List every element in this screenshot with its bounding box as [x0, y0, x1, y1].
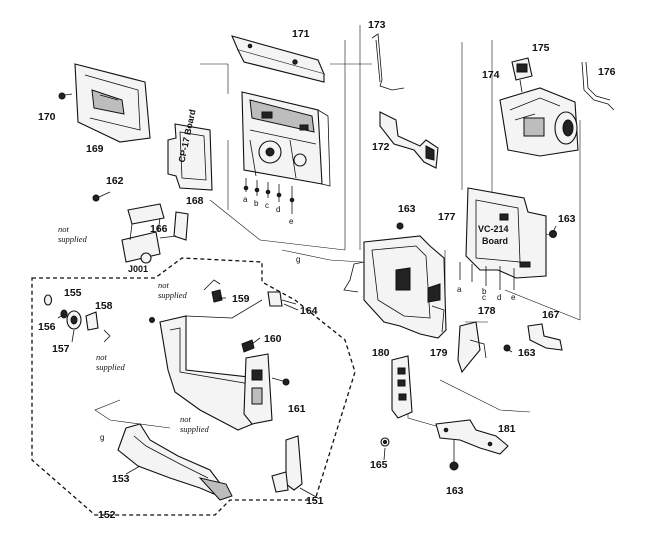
label-178: 178	[478, 305, 496, 317]
label-163-a: 163	[398, 203, 416, 215]
mechanism-deck	[241, 91, 331, 187]
part-166-connector	[121, 203, 189, 264]
label-172: 172	[372, 141, 390, 153]
part-164-clip	[267, 291, 297, 307]
label-160: 160	[264, 333, 282, 345]
label-leaders	[57, 225, 557, 499]
note-not-supplied-2-line2: supplied	[158, 290, 188, 300]
label-181: 181	[498, 423, 516, 435]
note-not-supplied-3-line1: not	[96, 352, 108, 362]
label-157: 157	[52, 343, 70, 355]
label-180: 180	[372, 347, 390, 359]
part-169-cover	[74, 63, 151, 143]
part-160-clip	[241, 339, 255, 353]
label-175: 175	[532, 42, 550, 54]
part-181-bracket	[435, 419, 509, 455]
part-151-strap-end	[271, 435, 303, 493]
part-175-sensor	[511, 57, 533, 93]
note-not-supplied-4-line1: not	[180, 414, 192, 424]
label-166: 166	[150, 223, 168, 235]
part-178-bracket	[457, 321, 487, 374]
part-156-washer	[60, 309, 68, 319]
part-163-screws	[396, 222, 557, 471]
screw-letter-e-r: e	[511, 293, 516, 302]
label-153: 153	[112, 473, 130, 485]
screw-letter-c: c	[265, 201, 269, 210]
part-168-cp-board: CP-17 Board	[167, 108, 213, 191]
part-172-bracket	[379, 111, 439, 169]
label-163-d: 163	[446, 485, 464, 497]
part-162-screw	[92, 191, 111, 202]
screw-letter-g-1: g	[296, 255, 300, 264]
part-153-strap	[117, 423, 233, 501]
label-151: 151	[306, 495, 324, 507]
label-156-a: 156	[38, 321, 56, 333]
screw-letter-e: e	[289, 217, 294, 226]
label-161: 161	[288, 403, 306, 415]
not-supplied-notes: not supplied not supplied not supplied n…	[58, 224, 210, 434]
label-162: 162	[106, 175, 124, 187]
label-176: 176	[598, 66, 616, 78]
label-171: 171	[292, 28, 310, 40]
label-179: 179	[430, 347, 448, 359]
label-177: 177	[438, 211, 456, 223]
part-177-vc-board: VC-214 Board	[465, 187, 547, 279]
part-170-screw	[58, 92, 73, 100]
label-158: 158	[95, 300, 113, 312]
vc-board-label-2: Board	[482, 236, 508, 246]
part-161-module	[243, 353, 290, 425]
label-173: 173	[368, 19, 386, 31]
part-171-bracket	[231, 35, 325, 83]
label-163-c: 163	[518, 347, 536, 359]
part-small-pin	[149, 317, 155, 323]
screw-letter-a-r: a	[457, 285, 462, 294]
part-number-labels: 171 173 175 174 176 170 169 172 162 168 …	[38, 19, 616, 521]
label-168: 168	[186, 195, 204, 207]
screw-set-left: a b c d e	[243, 178, 295, 226]
part-173-cable	[371, 33, 405, 91]
label-174: 174	[482, 69, 500, 81]
connector-j001-label: J001	[128, 264, 148, 274]
screw-letter-b: b	[254, 199, 259, 208]
screw-letter-g-2: g	[100, 433, 104, 442]
label-152: 152	[98, 509, 116, 521]
part-179-chassis	[343, 235, 447, 339]
label-165: 165	[370, 459, 388, 471]
part-176-flex-cable	[581, 61, 615, 111]
note-not-supplied-3-line2: supplied	[96, 362, 126, 372]
label-167: 167	[542, 309, 560, 321]
label-169: 169	[86, 143, 104, 155]
part-grip-frame	[159, 299, 263, 431]
part-167-bracket	[527, 323, 563, 351]
screw-set-right: a b c d e	[457, 262, 516, 302]
note-not-supplied-4-line2: supplied	[180, 424, 210, 434]
label-155: 155	[64, 287, 82, 299]
screw-letter-c-r: c	[482, 293, 486, 302]
note-not-supplied-1-line2: supplied	[58, 234, 88, 244]
part-159-clip	[203, 279, 223, 303]
part-174-lens-unit	[499, 87, 579, 157]
assembly-152-boundary	[31, 257, 356, 516]
vc-board-label-1: VC-214	[478, 224, 509, 234]
screw-letter-b-r: b	[482, 287, 487, 296]
note-not-supplied-2-line1: not	[158, 280, 170, 290]
part-165-screw	[380, 437, 390, 447]
label-163-b: 163	[558, 213, 576, 225]
label-159: 159	[232, 293, 250, 305]
note-not-supplied-1-line1: not	[58, 224, 70, 234]
label-164: 164	[300, 305, 318, 317]
screw-letter-a: a	[243, 195, 248, 204]
part-180-side-panel	[391, 355, 413, 419]
part-157-knob	[66, 310, 82, 330]
label-170: 170	[38, 111, 56, 123]
part-155-washer	[43, 294, 53, 306]
screw-letter-d: d	[276, 205, 280, 214]
screw-letter-d-r: d	[497, 293, 501, 302]
part-158-spring	[85, 311, 111, 343]
